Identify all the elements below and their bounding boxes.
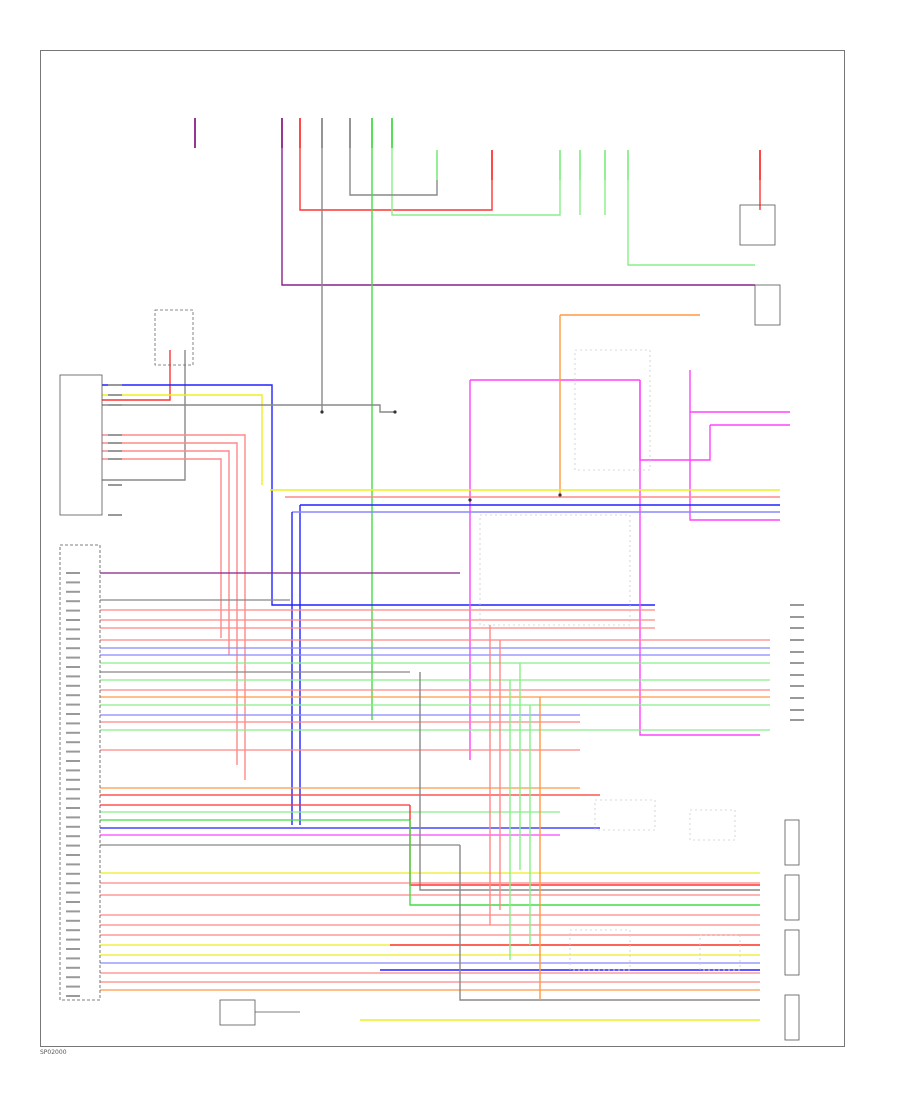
wire-gray-trunk xyxy=(419,672,760,891)
wire-green-to-relay xyxy=(627,180,755,266)
wire-layer xyxy=(100,118,790,1021)
actuator-switch-b xyxy=(689,809,736,841)
wire-purple-main xyxy=(281,148,755,286)
wire-blue-switch xyxy=(102,384,655,606)
wire-red-top xyxy=(299,148,493,211)
door-lock-switch xyxy=(59,374,103,516)
figure-id: SP02000 xyxy=(40,1049,67,1056)
wire-pink-1 xyxy=(102,434,246,780)
splice-3 xyxy=(393,410,397,414)
wire-gray-relay xyxy=(102,350,186,481)
actuator-switch-a xyxy=(594,799,656,831)
wire-gray-switch xyxy=(102,404,395,413)
actuator-switch-c xyxy=(569,929,631,971)
wire-yellow-switch xyxy=(102,394,263,485)
wire-gray-top xyxy=(349,148,438,196)
wire-pink-3 xyxy=(102,450,230,655)
wire-magenta-loop xyxy=(639,380,711,461)
door-lock-actuator-2 xyxy=(784,929,800,976)
relay-left xyxy=(154,309,194,366)
wire-green-trunk xyxy=(409,820,760,906)
splice-2 xyxy=(320,410,324,414)
wire-magenta-right xyxy=(689,370,780,521)
splice-0 xyxy=(558,493,562,497)
diagram-frame xyxy=(40,50,845,1047)
wire-pink-4 xyxy=(102,458,222,638)
splice-1 xyxy=(468,498,472,502)
actuator-switch-d xyxy=(699,934,741,971)
right-switch-stack xyxy=(574,349,651,471)
bottom-switch xyxy=(219,999,256,1026)
door-lock-actuator-0 xyxy=(784,819,800,866)
center-control-unit xyxy=(479,514,631,626)
wire-magenta-right-d xyxy=(639,380,760,736)
key-cylinder-switch xyxy=(754,284,781,326)
wire-green-top xyxy=(391,148,561,216)
door-lock-relay-right xyxy=(739,204,776,246)
component-layer xyxy=(59,204,804,1041)
ecm-module xyxy=(59,544,101,1001)
wire-gray-bottom xyxy=(459,845,760,1001)
door-lock-actuator-3 xyxy=(784,994,800,1041)
door-lock-actuator-1 xyxy=(784,874,800,921)
wire-pink-2 xyxy=(102,442,238,765)
wire-red-relay xyxy=(102,350,171,401)
